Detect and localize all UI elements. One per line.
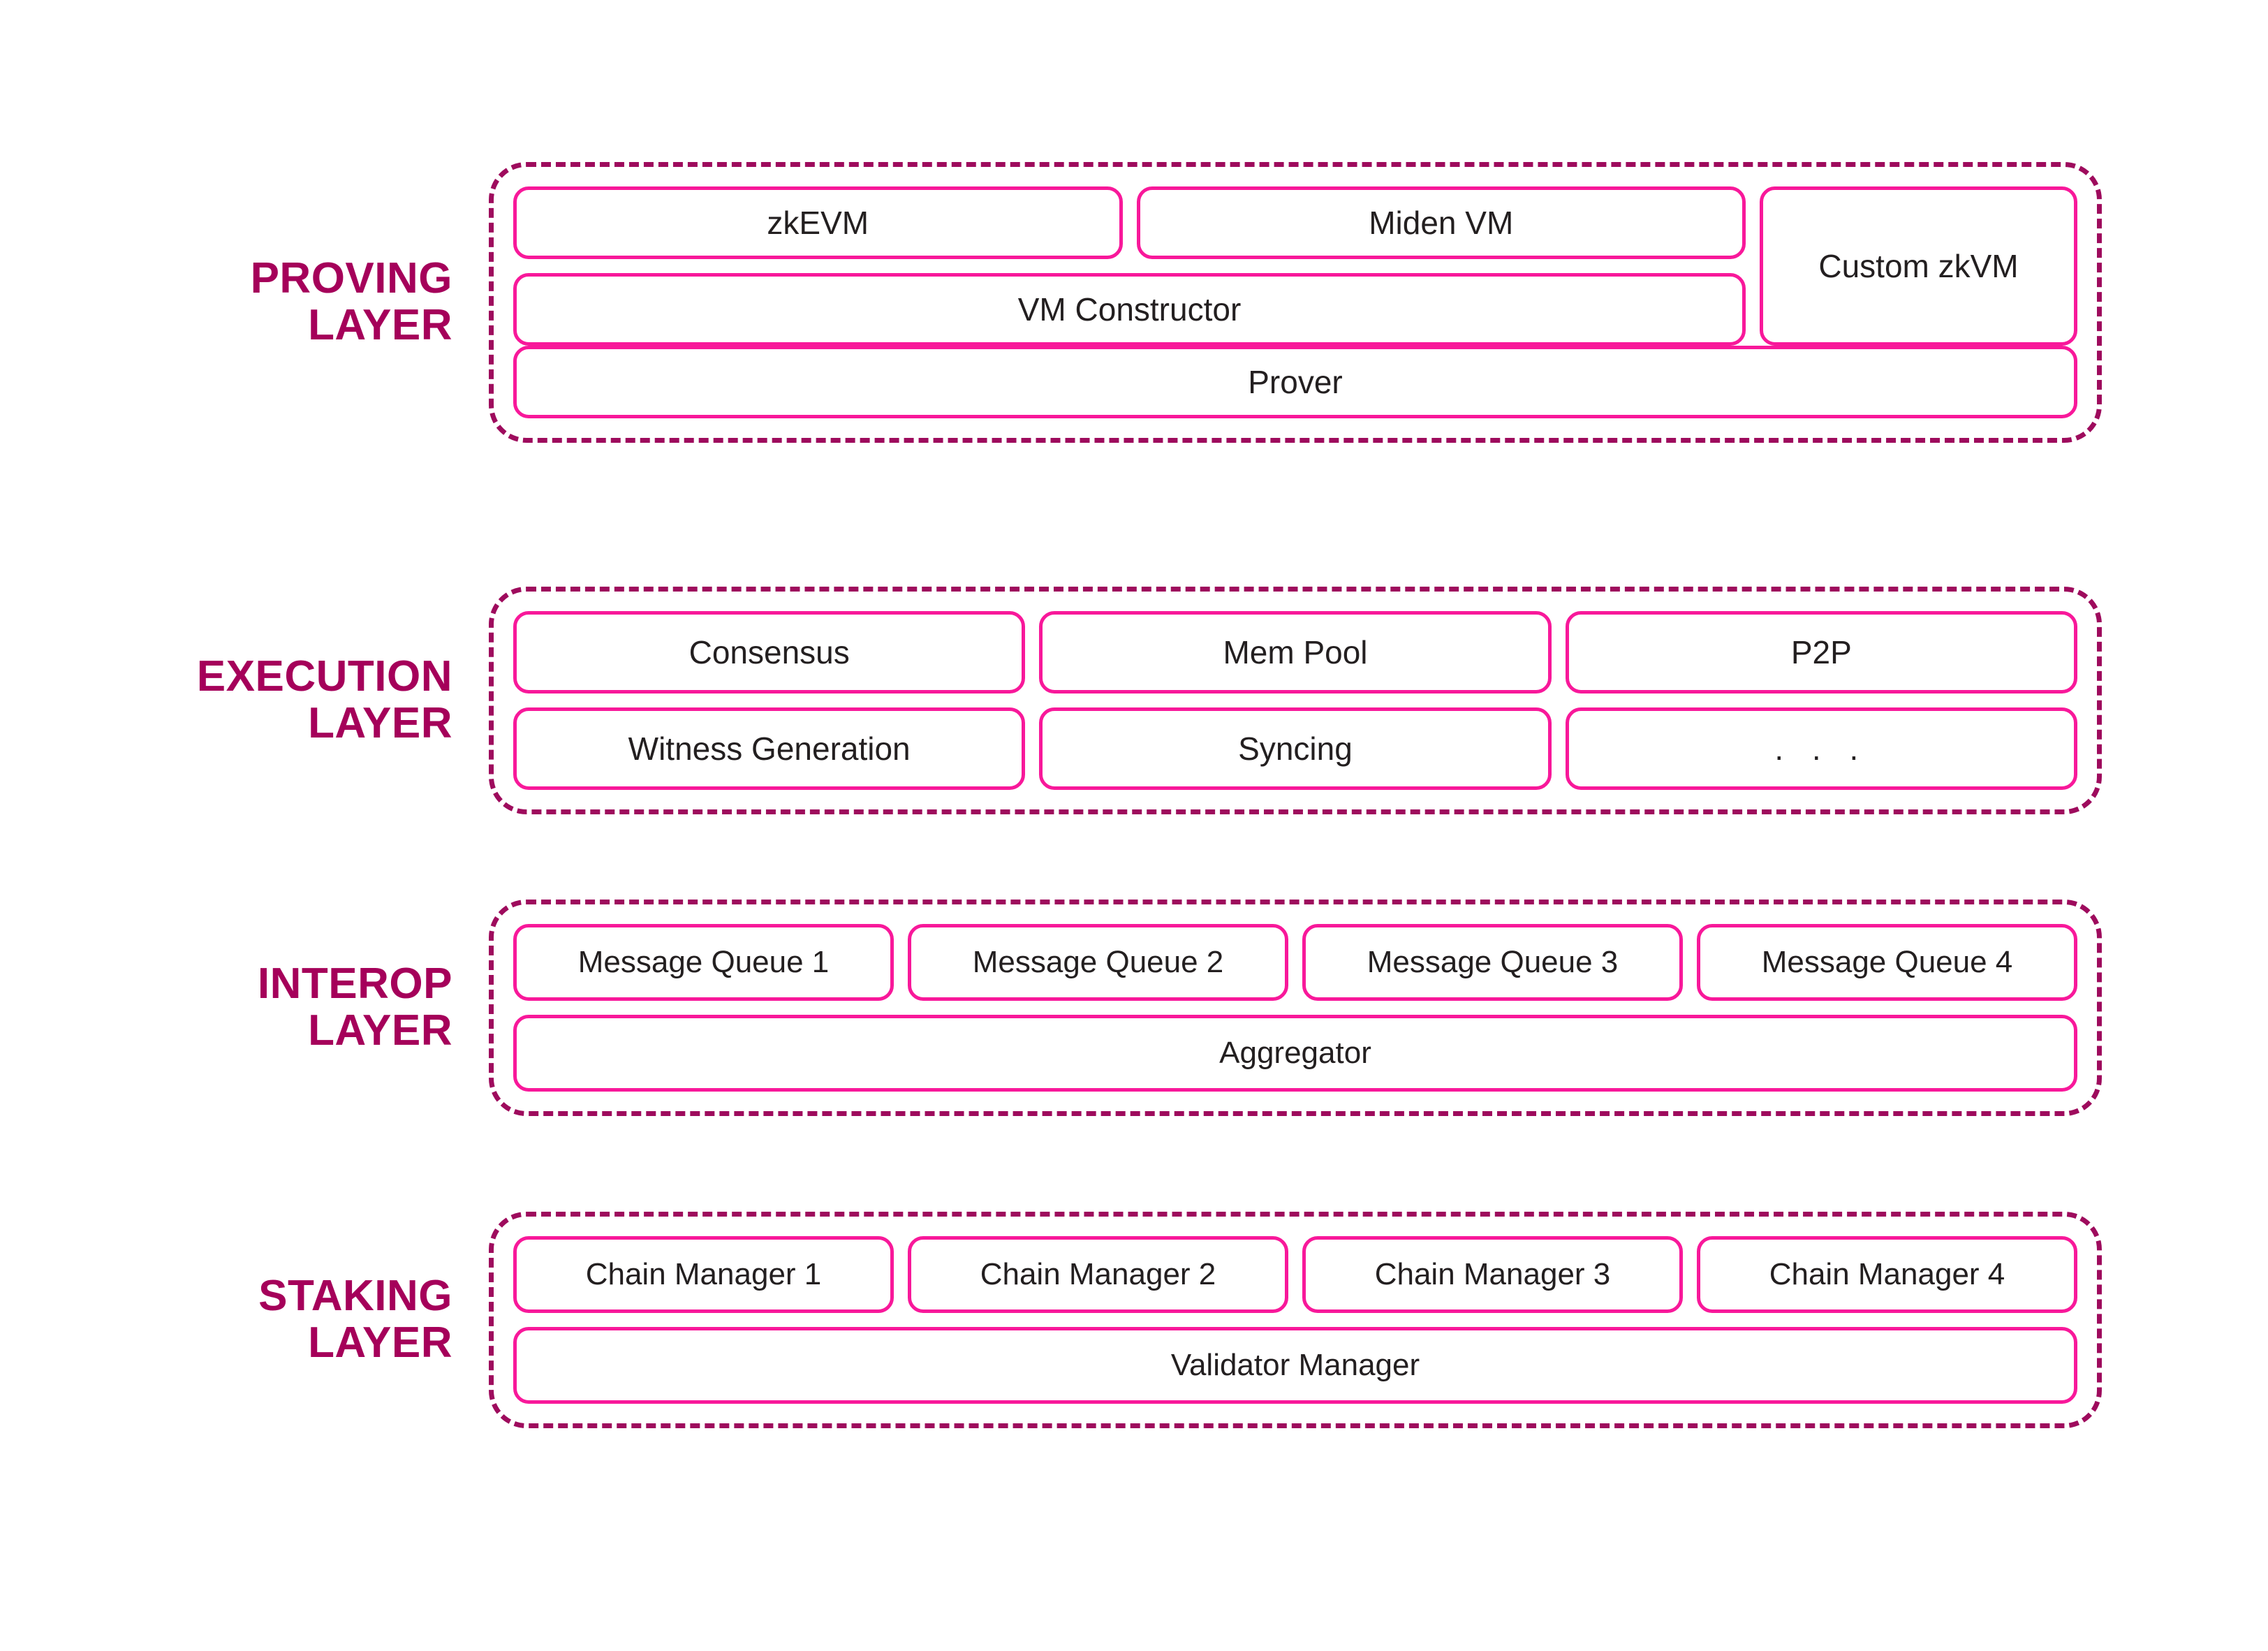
- component-chain-manager-1[interactable]: Chain Manager 1: [513, 1236, 894, 1313]
- component-chain-manager-4[interactable]: Chain Manager 4: [1697, 1236, 2077, 1313]
- component-chain-manager-3[interactable]: Chain Manager 3: [1302, 1236, 1683, 1313]
- proving-left-column: zkEVM Miden VM VM Constructor: [513, 186, 1746, 346]
- staking-row-2: Validator Manager: [513, 1327, 2077, 1404]
- component-label: Miden VM: [1369, 204, 1514, 241]
- proving-grid: zkEVM Miden VM VM Constructor Cu: [513, 186, 2077, 346]
- component-label: P2P: [1790, 633, 1852, 670]
- component-label: Message Queue 1: [577, 944, 830, 979]
- component-label: Message Queue 4: [1761, 944, 2013, 979]
- component-label: VM Constructor: [1017, 291, 1242, 328]
- component-label: Mem Pool: [1223, 633, 1368, 670]
- component-label: Chain Manager 2: [980, 1256, 1216, 1291]
- component-message-queue-4[interactable]: Message Queue 4: [1697, 924, 2077, 1001]
- proving-row-3: Prover: [513, 346, 2077, 418]
- layer-label-proving: PROVING LAYER: [250, 254, 452, 349]
- component-label: zkEVM: [767, 204, 869, 241]
- layer-row-proving: PROVING LAYER zkEVM Miden VM VM Const: [0, 162, 2268, 443]
- component-label: Chain Manager 1: [585, 1256, 822, 1291]
- component-ellipsis[interactable]: . . .: [1565, 707, 2077, 790]
- component-label: Message Queue 3: [1367, 944, 1619, 979]
- proving-row-2: VM Constructor: [513, 273, 1746, 346]
- component-consensus[interactable]: Consensus: [513, 611, 1026, 694]
- component-witness-generation[interactable]: Witness Generation: [513, 707, 1026, 790]
- layer-row-interop: INTEROP LAYER Message Queue 1 Message Qu…: [0, 900, 2268, 1116]
- component-mem-pool[interactable]: Mem Pool: [1039, 611, 1552, 694]
- layer-label-interop: INTEROP LAYER: [257, 960, 452, 1055]
- proving-right-column: Custom zkVM: [1760, 186, 2077, 346]
- component-label: Chain Manager 3: [1374, 1256, 1611, 1291]
- component-message-queue-1[interactable]: Message Queue 1: [513, 924, 894, 1001]
- ellipsis-icon: . . .: [1774, 730, 1869, 767]
- layer-row-staking: STAKING LAYER Chain Manager 1 Chain Mana…: [0, 1212, 2268, 1428]
- component-prover[interactable]: Prover: [513, 346, 2077, 418]
- component-message-queue-2[interactable]: Message Queue 2: [908, 924, 1288, 1001]
- component-label: Witness Generation: [628, 730, 911, 767]
- component-vm-constructor[interactable]: VM Constructor: [513, 273, 1746, 346]
- layer-row-execution: EXECUTION LAYER Consensus Mem Pool P2P W…: [0, 587, 2268, 814]
- component-syncing[interactable]: Syncing: [1039, 707, 1552, 790]
- proving-row-1: zkEVM Miden VM: [513, 186, 1746, 259]
- component-validator-manager[interactable]: Validator Manager: [513, 1327, 2077, 1404]
- staking-row-1: Chain Manager 1 Chain Manager 2 Chain Ma…: [513, 1236, 2077, 1313]
- component-label: Chain Manager 4: [1769, 1256, 2005, 1291]
- layer-container-execution: Consensus Mem Pool P2P Witness Generatio…: [489, 587, 2102, 814]
- component-label: Aggregator: [1219, 1035, 1371, 1070]
- layer-label-staking: STAKING LAYER: [258, 1272, 452, 1367]
- component-label: Message Queue 2: [972, 944, 1224, 979]
- execution-row-2: Witness Generation Syncing . . .: [513, 707, 2077, 790]
- component-label: Syncing: [1238, 730, 1353, 767]
- component-aggregator[interactable]: Aggregator: [513, 1015, 2077, 1092]
- interop-row-1: Message Queue 1 Message Queue 2 Message …: [513, 924, 2077, 1001]
- interop-row-2: Aggregator: [513, 1015, 2077, 1092]
- component-label: Prover: [1248, 363, 1343, 400]
- layer-label-execution: EXECUTION LAYER: [196, 652, 452, 747]
- component-custom-zkvm[interactable]: Custom zkVM: [1760, 186, 2077, 346]
- component-chain-manager-2[interactable]: Chain Manager 2: [908, 1236, 1288, 1313]
- execution-row-1: Consensus Mem Pool P2P: [513, 611, 2077, 694]
- component-zkevm[interactable]: zkEVM: [513, 186, 1123, 259]
- component-p2p[interactable]: P2P: [1565, 611, 2077, 694]
- layer-container-staking: Chain Manager 1 Chain Manager 2 Chain Ma…: [489, 1212, 2102, 1428]
- component-label: Consensus: [688, 633, 850, 670]
- component-miden-vm[interactable]: Miden VM: [1136, 186, 1746, 259]
- layer-container-interop: Message Queue 1 Message Queue 2 Message …: [489, 900, 2102, 1116]
- layer-container-proving: zkEVM Miden VM VM Constructor Cu: [489, 162, 2102, 443]
- component-message-queue-3[interactable]: Message Queue 3: [1302, 924, 1683, 1001]
- component-label: Custom zkVM: [1818, 247, 2019, 284]
- component-label: Validator Manager: [1170, 1347, 1420, 1382]
